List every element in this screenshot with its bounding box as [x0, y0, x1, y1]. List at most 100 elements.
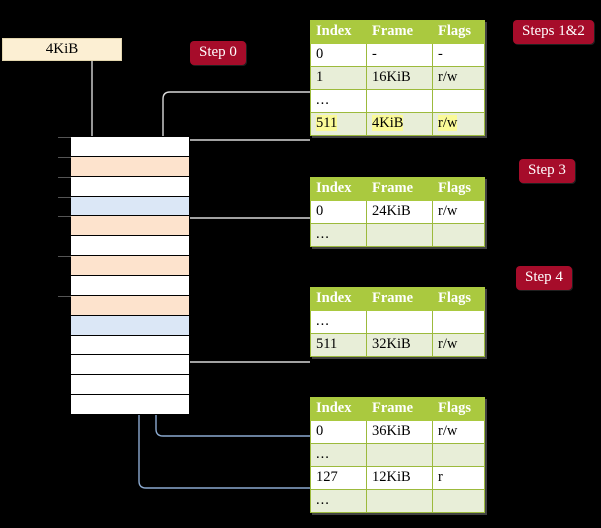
memory-frame-row: [70, 314, 190, 336]
memory-frame-row: [70, 374, 190, 396]
label-step-3: Step 3: [519, 159, 575, 183]
column-header-frame: Frame: [366, 287, 433, 311]
column-header-frame: Frame: [366, 177, 433, 201]
source-frame-label: 4KiB: [45, 41, 79, 57]
ellipsis-text: ...: [316, 313, 330, 329]
cell-index: ...: [310, 489, 367, 513]
cell-frame: 12KiB: [366, 466, 433, 490]
cell-frame: 16KiB: [366, 66, 433, 90]
cell-flags: [432, 310, 485, 334]
frame-tick-mark: [58, 156, 71, 158]
memory-frame-row: [58, 155, 190, 177]
ellipsis-text: ...: [316, 492, 330, 508]
highlighted-value: 511: [316, 115, 338, 131]
frame-tick-mark: [58, 196, 71, 198]
frame-tick-mark: [58, 295, 71, 297]
cell-flags: r/w: [432, 200, 485, 224]
cell-frame: [366, 310, 433, 334]
cell-frame: 32KiB: [366, 333, 433, 357]
cell-frame: 4KiB: [366, 112, 433, 136]
cell-flags: r/w: [432, 333, 485, 357]
highlighted-value: 4KiB: [372, 115, 404, 131]
cell-index: ...: [310, 89, 367, 113]
column-header-flags: Flags: [432, 20, 485, 44]
page-table-row[interactable]: 0--: [310, 43, 485, 67]
page-table-row[interactable]: 511 4KiB r/w: [310, 112, 485, 136]
cell-frame: [366, 223, 433, 247]
memory-frame-row: [58, 215, 190, 237]
cell-index: ...: [310, 310, 367, 334]
cell-index: 0: [310, 43, 367, 67]
cell-index: 511: [310, 333, 367, 357]
cell-frame: 24KiB: [366, 200, 433, 224]
cell-index: ...: [310, 223, 367, 247]
memory-frame-row: [70, 334, 190, 356]
memory-frame-column: [58, 136, 190, 415]
column-header-flags: Flags: [432, 287, 485, 311]
cell-flags: r/w: [432, 112, 485, 136]
cell-frame: -: [366, 43, 433, 67]
column-header-frame: Frame: [366, 397, 433, 421]
cell-flags: r/w: [432, 420, 485, 444]
cell-flags: [432, 223, 485, 247]
highlighted-value: r/w: [438, 115, 458, 131]
cell-flags: -: [432, 43, 485, 67]
cell-frame: 36KiB: [366, 420, 433, 444]
page-table-row[interactable]: ...: [310, 443, 485, 467]
label-steps-1-2: Steps 1&2: [513, 20, 594, 44]
page-table-row[interactable]: ...: [310, 223, 485, 247]
cell-index: 1: [310, 66, 367, 90]
memory-frame-row: [58, 136, 190, 157]
cell-flags: [432, 489, 485, 513]
memory-frame-row: [70, 235, 190, 257]
cell-index: ...: [310, 443, 367, 467]
cell-index: 0: [310, 420, 367, 444]
frame-tick-mark: [58, 216, 71, 218]
column-header-flags: Flags: [432, 397, 485, 421]
memory-frame-row: [58, 195, 190, 217]
cell-frame: [366, 89, 433, 113]
memory-frame-row: [70, 354, 190, 376]
cell-index: 127: [310, 466, 367, 490]
page-table-row[interactable]: ...: [310, 310, 485, 334]
cell-index: 511: [310, 112, 367, 136]
memory-frame-row: [70, 275, 190, 296]
column-header-index: Index: [310, 20, 367, 44]
cell-flags: r: [432, 466, 485, 490]
cell-index: 0: [310, 200, 367, 224]
label-step-0: Step 0: [190, 41, 246, 65]
source-frame-box: 4KiB: [2, 38, 122, 61]
column-header-index: Index: [310, 177, 367, 201]
column-header-index: Index: [310, 397, 367, 421]
column-header-flags: Flags: [432, 177, 485, 201]
ellipsis-text: ...: [316, 92, 330, 108]
memory-frame-row: [58, 175, 190, 197]
cell-flags: [432, 443, 485, 467]
page-table-row[interactable]: ...: [310, 489, 485, 513]
frame-tick-mark: [58, 137, 71, 138]
ellipsis-text: ...: [316, 446, 330, 462]
column-header-index: Index: [310, 287, 367, 311]
column-header-frame: Frame: [366, 20, 433, 44]
cell-flags: [432, 89, 485, 113]
page-table-row[interactable]: ...: [310, 89, 485, 113]
memory-frame-row: [70, 394, 190, 415]
cell-flags: r/w: [432, 66, 485, 90]
cell-frame: [366, 443, 433, 467]
label-step-4: Step 4: [516, 266, 572, 290]
frame-tick-mark: [58, 176, 71, 178]
frame-tick-mark: [58, 256, 71, 258]
ellipsis-text: ...: [316, 226, 330, 242]
memory-frame-row: [58, 255, 190, 276]
memory-frame-row: [58, 294, 190, 316]
